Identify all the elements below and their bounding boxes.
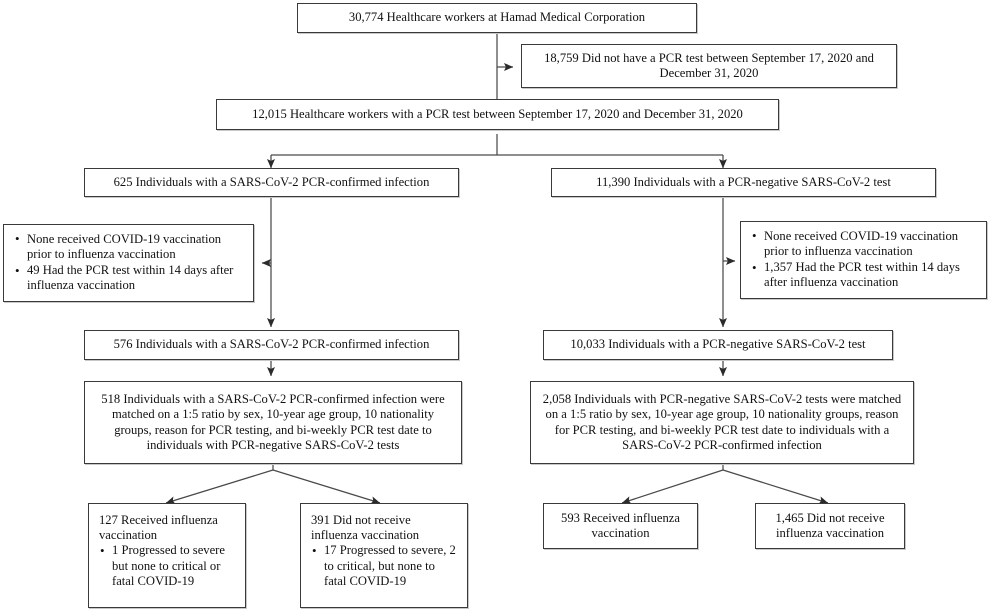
connector-left-to-outcome2 xyxy=(272,469,381,505)
connector-right-to-outcome4 xyxy=(722,469,829,505)
node-no-pcr-test[interactable]: 18,759 Did not have a PCR test between S… xyxy=(521,44,897,88)
node-outcome-controls-unvaccinated[interactable]: 1,465 Did not receive influenza vaccinat… xyxy=(755,503,905,549)
node-total-workers-text: 30,774 Healthcare workers at Hamad Medic… xyxy=(348,10,646,25)
exclusion-right-list: None received COVID-19 vaccination prior… xyxy=(741,228,986,292)
list-item: None received COVID-19 vaccination prior… xyxy=(751,228,978,259)
node-pcr-positive-text: 625 Individuals with a SARS-CoV-2 PCR-co… xyxy=(113,174,430,189)
list-item: 49 Had the PCR test within 14 days after… xyxy=(14,262,245,293)
node-with-pcr-test[interactable]: 12,015 Healthcare workers with a PCR tes… xyxy=(216,99,779,130)
node-matched-cases-text: 518 Individuals with a SARS-CoV-2 PCR-co… xyxy=(101,392,445,452)
list-item: 17 Progressed to severe, 2 to critical, … xyxy=(311,543,459,589)
node-pcr-positive[interactable]: 625 Individuals with a SARS-CoV-2 PCR-co… xyxy=(84,168,459,197)
node-pcr-negative-text: 11,390 Individuals with a PCR-negative S… xyxy=(596,174,891,189)
node-outcome-controls-vaccinated-text: 593 Received influenza vaccination xyxy=(561,510,680,540)
node-pcr-negative[interactable]: 11,390 Individuals with a PCR-negative S… xyxy=(551,168,936,197)
connector-right-to-outcome3 xyxy=(621,469,724,505)
node-matched-controls-text: 2,058 Individuals with PCR-negative SARS… xyxy=(542,392,902,452)
list-item: None received COVID-19 vaccination prior… xyxy=(14,231,245,262)
node-exclusion-right[interactable]: None received COVID-19 vaccination prior… xyxy=(740,221,987,299)
node-pcr-negative-eligible[interactable]: 10,033 Individuals with a PCR-negative S… xyxy=(543,330,893,360)
node-total-workers[interactable]: 30,774 Healthcare workers at Hamad Medic… xyxy=(297,3,697,33)
node-matched-cases[interactable]: 518 Individuals with a SARS-CoV-2 PCR-co… xyxy=(84,381,462,464)
outcome-cases-unvaccinated-list: 17 Progressed to severe, 2 to critical, … xyxy=(301,543,467,590)
exclusion-left-list: None received COVID-19 vaccination prior… xyxy=(4,231,253,295)
node-pcr-negative-eligible-text: 10,033 Individuals with a PCR-negative S… xyxy=(570,337,866,352)
node-with-pcr-test-text: 12,015 Healthcare workers with a PCR tes… xyxy=(252,106,743,121)
node-outcome-controls-unvaccinated-text: 1,465 Did not receive influenza vaccinat… xyxy=(775,510,885,540)
connector-left-to-outcome1 xyxy=(165,469,274,505)
node-outcome-cases-vaccinated[interactable]: 127 Received influenza vaccination 1 Pro… xyxy=(88,503,246,608)
outcome-cases-vaccinated-list: 1 Progressed to severe but none to criti… xyxy=(89,543,245,590)
node-exclusion-left[interactable]: None received COVID-19 vaccination prior… xyxy=(3,224,254,302)
node-pcr-positive-eligible-text: 576 Individuals with a SARS-CoV-2 PCR-co… xyxy=(113,337,430,352)
node-matched-controls[interactable]: 2,058 Individuals with PCR-negative SARS… xyxy=(530,381,914,464)
outcome-cases-vaccinated-lead: 127 Received influenza vaccination xyxy=(99,513,218,543)
node-outcome-controls-vaccinated[interactable]: 593 Received influenza vaccination xyxy=(543,503,698,549)
node-no-pcr-test-text: 18,759 Did not have a PCR test between S… xyxy=(544,50,874,80)
outcome-cases-unvaccinated-lead: 391 Did not receive influenza vaccinatio… xyxy=(311,513,420,543)
node-outcome-cases-unvaccinated[interactable]: 391 Did not receive influenza vaccinatio… xyxy=(300,503,468,608)
node-pcr-positive-eligible[interactable]: 576 Individuals with a SARS-CoV-2 PCR-co… xyxy=(84,330,459,360)
list-item: 1 Progressed to severe but none to criti… xyxy=(99,543,237,589)
list-item: 1,357 Had the PCR test within 14 days af… xyxy=(751,259,978,290)
